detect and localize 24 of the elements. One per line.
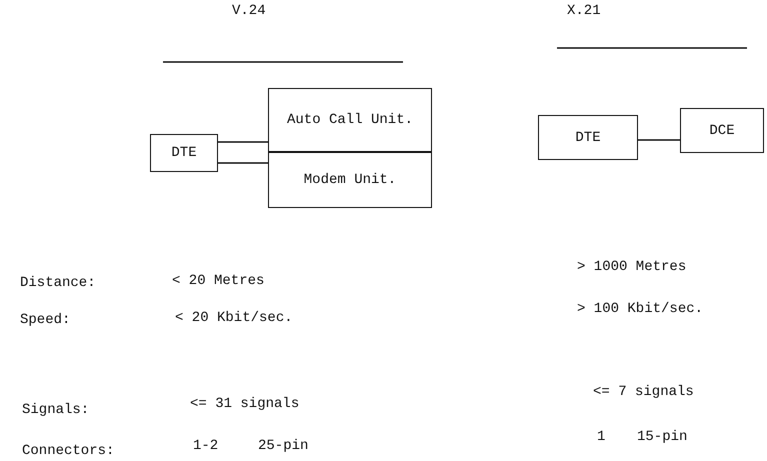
- value-text: > 100 Kbit/sec.: [577, 300, 704, 318]
- unit-box: DTE: [538, 115, 638, 160]
- unit-box: DTE: [150, 134, 218, 172]
- value-text: 15-pin: [637, 428, 688, 446]
- connector-line: [218, 162, 268, 164]
- connector-line: [218, 141, 268, 143]
- value-text: 25-pin: [258, 437, 308, 455]
- value-text: 1: [597, 428, 606, 446]
- value-text: <= 7 signals: [593, 383, 694, 401]
- value-text: < 20 Metres: [172, 272, 264, 290]
- field-label: Signals:: [22, 401, 90, 419]
- heading: V.24: [232, 2, 266, 20]
- heading: X.21: [567, 2, 601, 20]
- unit-box: DCE: [680, 108, 764, 153]
- value-text: < 20 Kbit/sec.: [175, 309, 293, 327]
- connector-line: [638, 139, 680, 141]
- field-label: Speed:: [20, 311, 70, 329]
- value-text: <= 31 signals: [190, 395, 300, 413]
- field-label: Connectors:: [22, 442, 114, 460]
- field-label: Distance:: [20, 274, 96, 292]
- value-text: 1-2: [193, 437, 218, 455]
- unit-box: Auto Call Unit.: [268, 88, 432, 152]
- unit-box: Modem Unit.: [268, 152, 432, 208]
- value-text: > 1000 Metres: [577, 258, 686, 276]
